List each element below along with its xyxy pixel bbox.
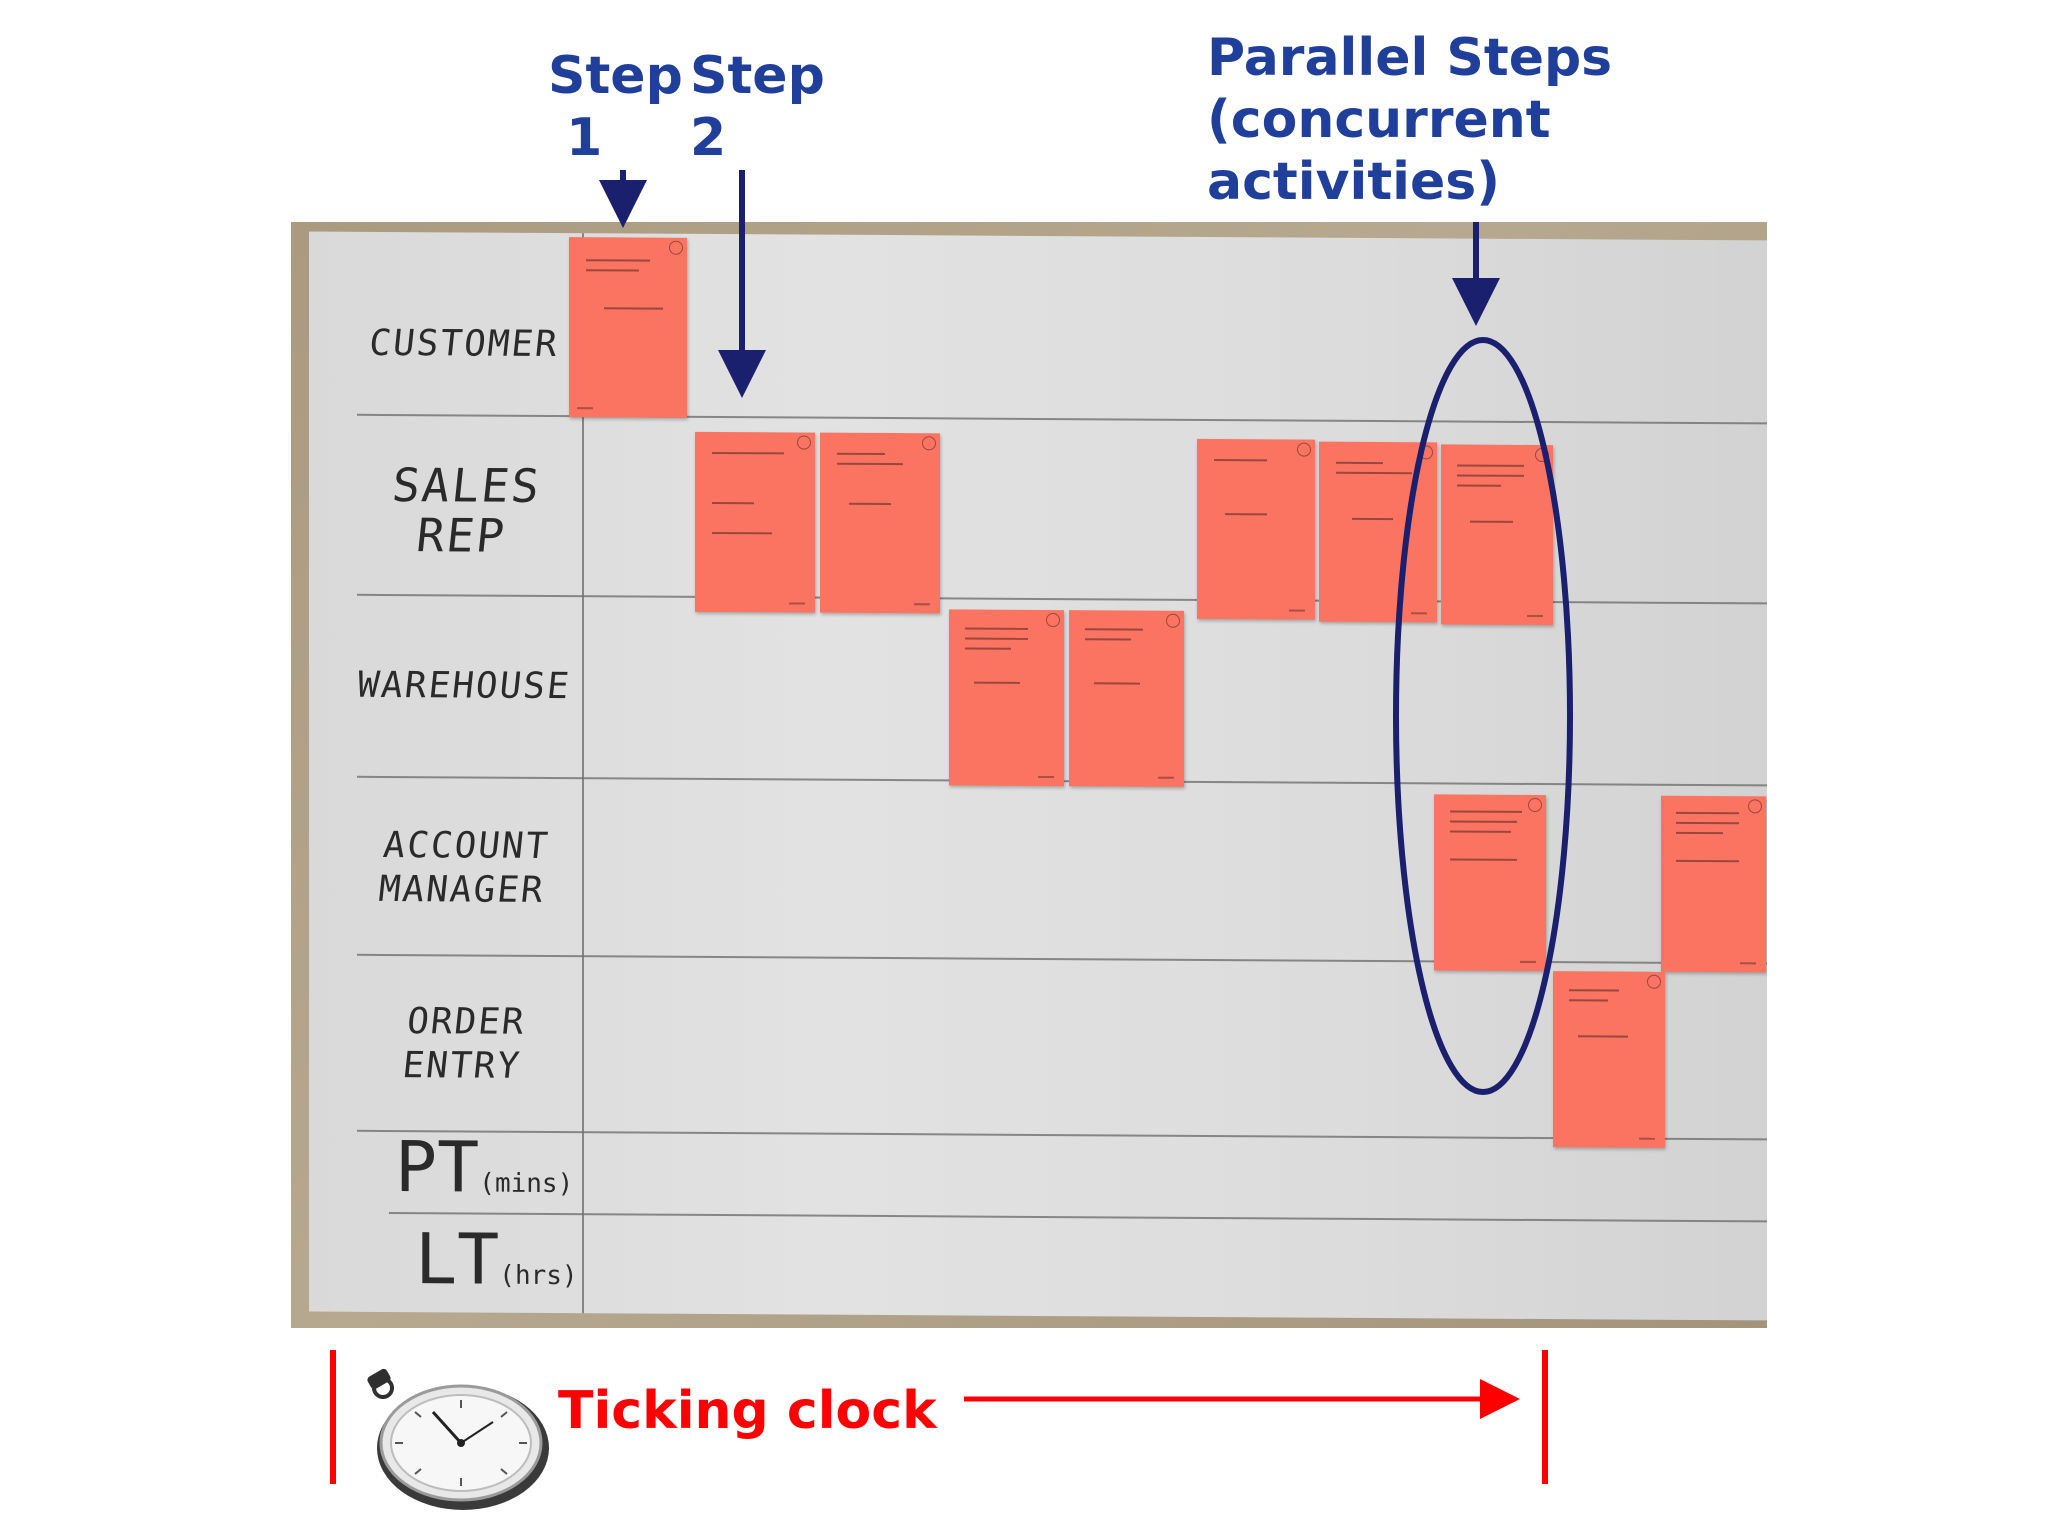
parallel-steps-callout: Parallel Steps (concurrent activities) [1207, 28, 1613, 212]
parallel-steps-ellipse [1393, 337, 1573, 1095]
swimlane-board-photo: CUSTOMER SALES REP WAREHOUSE ACCOUNT MAN… [291, 222, 1767, 1328]
step-1-callout: Step 1 [548, 46, 683, 168]
step-2-callout: Step 2 [690, 46, 825, 168]
ticking-clock-label: Ticking clock [558, 1381, 937, 1441]
stopwatch-icon [367, 1368, 549, 1510]
